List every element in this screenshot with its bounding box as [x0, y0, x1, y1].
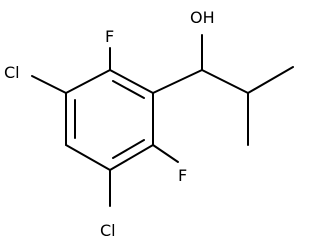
benzene-ring: [65, 69, 154, 171]
bond-to-cl-left: [31, 75, 67, 94]
atom-label-f-bottom: F: [178, 166, 187, 185]
molecule-drawing: OH F Cl F Cl: [4, 8, 294, 240]
bond-ch-to-methyl-up: [247, 66, 294, 94]
atom-label-oh: OH: [190, 8, 215, 27]
structure-diagram: OH F Cl F Cl: [4, 8, 294, 240]
bond-carbinol-to-ch: [201, 69, 249, 94]
ring-bond: [109, 144, 154, 171]
ring-double-bond: [112, 80, 145, 99]
ring-bond: [109, 69, 154, 94]
atom-label-f-top: F: [105, 27, 114, 46]
ring-double-bond: [112, 139, 145, 159]
bond-ring-to-carbinol: [152, 69, 203, 94]
ring-bond: [65, 69, 111, 94]
ring-bond: [65, 144, 111, 171]
atom-label-cl-left: Cl: [4, 63, 20, 82]
bond-to-f-bottom: [152, 144, 179, 163]
atom-label-cl-bottom: Cl: [100, 221, 116, 240]
